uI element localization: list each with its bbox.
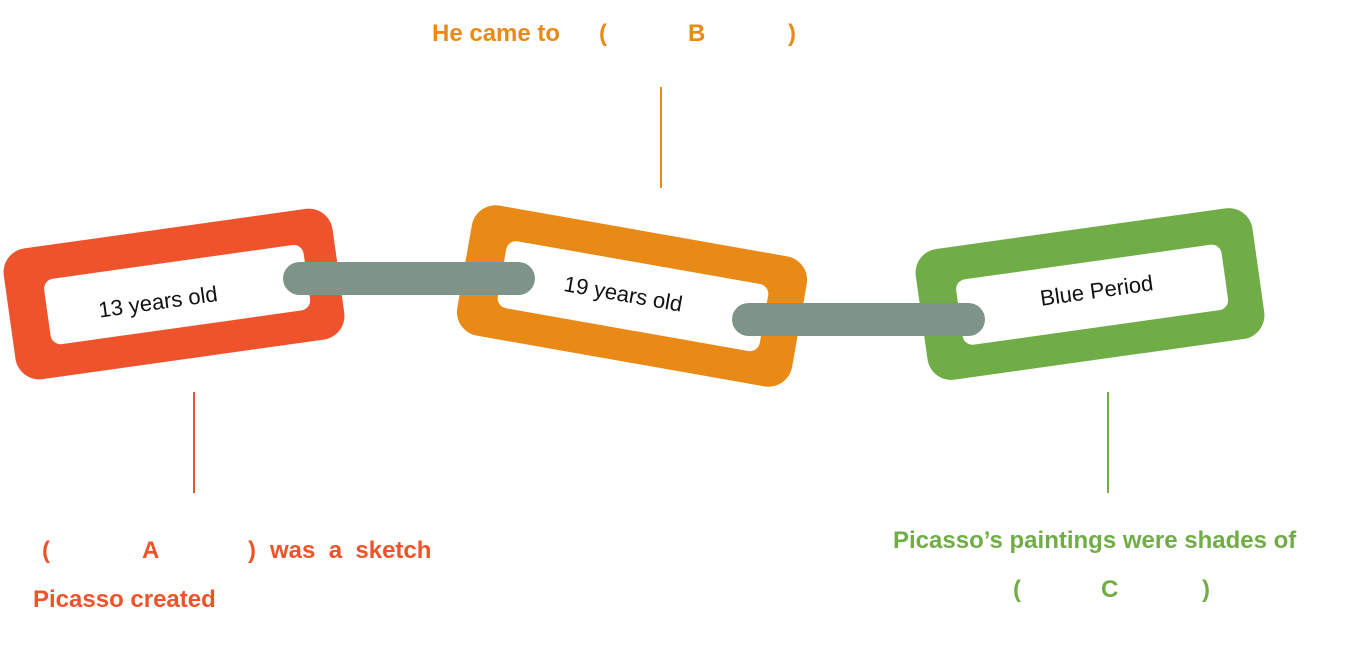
chain-link-1-label: 13 years old — [96, 281, 220, 323]
callout-right-open-paren: ( — [1013, 576, 1021, 603]
callout-right-line1: Picasso’s paintings were shades of — [893, 527, 1297, 554]
callout-right-blank-c: C — [1101, 576, 1119, 603]
callout-top-line — [660, 87, 662, 188]
chain-connector-1 — [283, 262, 535, 295]
chain-link-2-label: 19 years old — [562, 271, 685, 317]
callout-left-open-paren: ( — [42, 537, 50, 564]
callout-left-line1-suffix: was a sketch — [270, 537, 432, 564]
chain-link-2: 19 years old — [453, 201, 811, 391]
callout-top-blank-b: B — [688, 20, 706, 47]
callout-top-close-paren: ) — [788, 20, 796, 47]
callout-right-close-paren: ) — [1202, 576, 1210, 603]
chain-connector-2 — [732, 303, 985, 336]
callout-left-close-paren: ) — [248, 537, 256, 564]
callout-left-line — [193, 392, 195, 493]
callout-left-line2: Picasso created — [33, 586, 216, 613]
callout-top-prefix: He came to — [432, 20, 561, 47]
callout-right-line — [1107, 392, 1109, 493]
callout-left-blank-a: A — [142, 537, 160, 564]
chain-link-3: Blue Period — [912, 204, 1268, 384]
chain-link-3-label: Blue Period — [1038, 270, 1155, 311]
callout-top-open-paren: ( — [599, 20, 607, 47]
